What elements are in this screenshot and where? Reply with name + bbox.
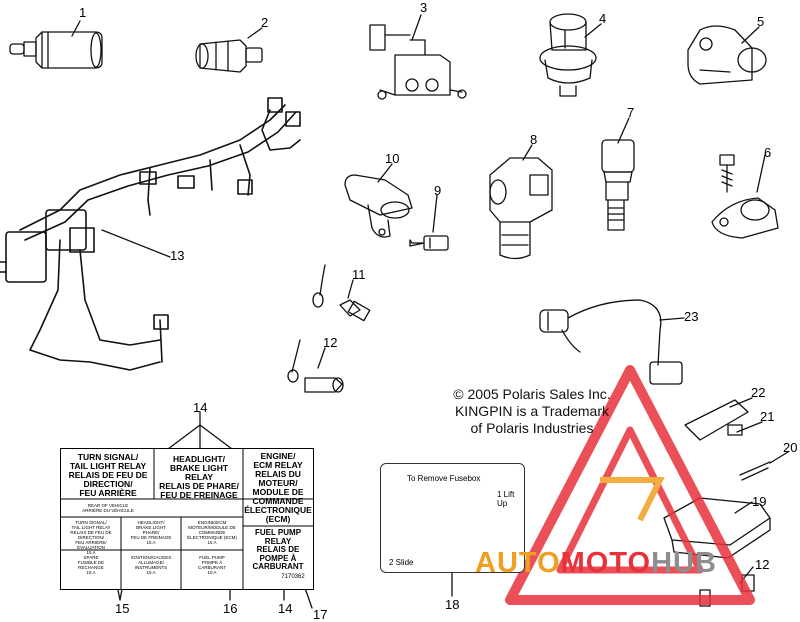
callout-19: 19 bbox=[752, 494, 767, 509]
watermark-text: AUTOMOTOHUB bbox=[475, 547, 717, 580]
rear-vehicle-label: REAR OF VEHICLE ARRIÈRE DU VÉHICULE bbox=[82, 503, 134, 513]
callout-14-top: 14 bbox=[193, 400, 208, 415]
callout-17: 17 bbox=[313, 607, 328, 622]
callout-7: 7 bbox=[627, 105, 635, 120]
copyright-line-1: © 2005 Polaris Sales Inc. bbox=[453, 386, 611, 402]
watermark-moto: MOTO bbox=[560, 547, 652, 579]
fuse-fuel-pump: FUEL PUMP POMPE À CARBURANT 10 A bbox=[197, 555, 226, 575]
callout-8: 8 bbox=[530, 132, 538, 147]
watermark-hub: HUB bbox=[651, 547, 717, 579]
decal-grid bbox=[61, 449, 313, 589]
headlight-relay-label: HEADLIGHT/ BRAKE LIGHT RELAY RELAIS DE P… bbox=[159, 454, 239, 500]
copyright-line-3: of Polaris Industries bbox=[470, 420, 594, 436]
watermark-auto: AUTO bbox=[475, 547, 561, 579]
callout-5: 5 bbox=[757, 14, 765, 29]
fuse-engine: ENGINE/ECM MOTEUR/MODULE DE COMMANDE ÉLE… bbox=[187, 520, 237, 545]
callout-21: 21 bbox=[760, 409, 775, 424]
callout-16: 16 bbox=[223, 601, 238, 616]
callout-1: 1 bbox=[79, 5, 87, 20]
callout-6: 6 bbox=[764, 145, 772, 160]
callout-2: 2 bbox=[261, 15, 269, 30]
decal-part-number: 7170362 bbox=[281, 574, 305, 580]
fuse-ignition-gauges: IGNITION/GAUGES ALLUMAGE/ INSTRUMENTS 15… bbox=[130, 555, 172, 575]
callout-12-right: 12 bbox=[755, 557, 770, 572]
callout-14-bottom: 14 bbox=[278, 601, 293, 616]
callout-20: 20 bbox=[783, 440, 798, 455]
callout-10: 10 bbox=[385, 151, 400, 166]
copyright-notice: © 2005 Polaris Sales Inc. KINGPIN is a T… bbox=[432, 386, 632, 437]
copyright-line-2: KINGPIN is a Trademark bbox=[454, 403, 610, 419]
relay-fuse-decal: TURN SIGNAL/ TAIL LIGHT RELAY RELAIS DE … bbox=[60, 448, 314, 590]
watermark-logo bbox=[505, 365, 755, 605]
callout-9: 9 bbox=[434, 183, 442, 198]
fuel-pump-relay-label: FUEL PUMP RELAY RELAIS DE POMPE À CARBUR… bbox=[252, 528, 304, 571]
fusebox-step-lift: 1 Lift Up bbox=[497, 490, 515, 508]
callout-15: 15 bbox=[115, 601, 130, 616]
callout-11: 11 bbox=[352, 267, 366, 282]
fuse-spare: SPARE FUSIBLE DE RECHANGE 15 A bbox=[77, 555, 105, 575]
callout-3: 3 bbox=[420, 0, 428, 15]
fuse-turn-signal: TURN SIGNAL/ TAIL LIGHT RELAY RELAIS DE … bbox=[70, 520, 112, 555]
fuse-headlight: HEADLIGHT/ BRAKE LIGHT PHARE/ FEU DE FRE… bbox=[130, 520, 172, 545]
callout-13: 13 bbox=[170, 248, 185, 263]
engine-relay-label: ENGINE/ ECM RELAY RELAIS DU MOTEUR/ MODU… bbox=[244, 451, 312, 524]
callout-18: 18 bbox=[445, 597, 460, 612]
callout-23: 23 bbox=[684, 309, 699, 324]
fusebox-removal-card: To Remove Fusebox 1 Lift Up 2 Slide bbox=[380, 463, 525, 573]
callout-22: 22 bbox=[751, 385, 766, 400]
callout-12-left: 12 bbox=[323, 335, 338, 350]
fusebox-step-slide: 2 Slide bbox=[389, 558, 414, 567]
callout-4: 4 bbox=[599, 11, 607, 26]
fusebox-card-title: To Remove Fusebox bbox=[407, 474, 481, 483]
turn-signal-relay-label: TURN SIGNAL/ TAIL LIGHT RELAY RELAIS DE … bbox=[68, 452, 148, 498]
